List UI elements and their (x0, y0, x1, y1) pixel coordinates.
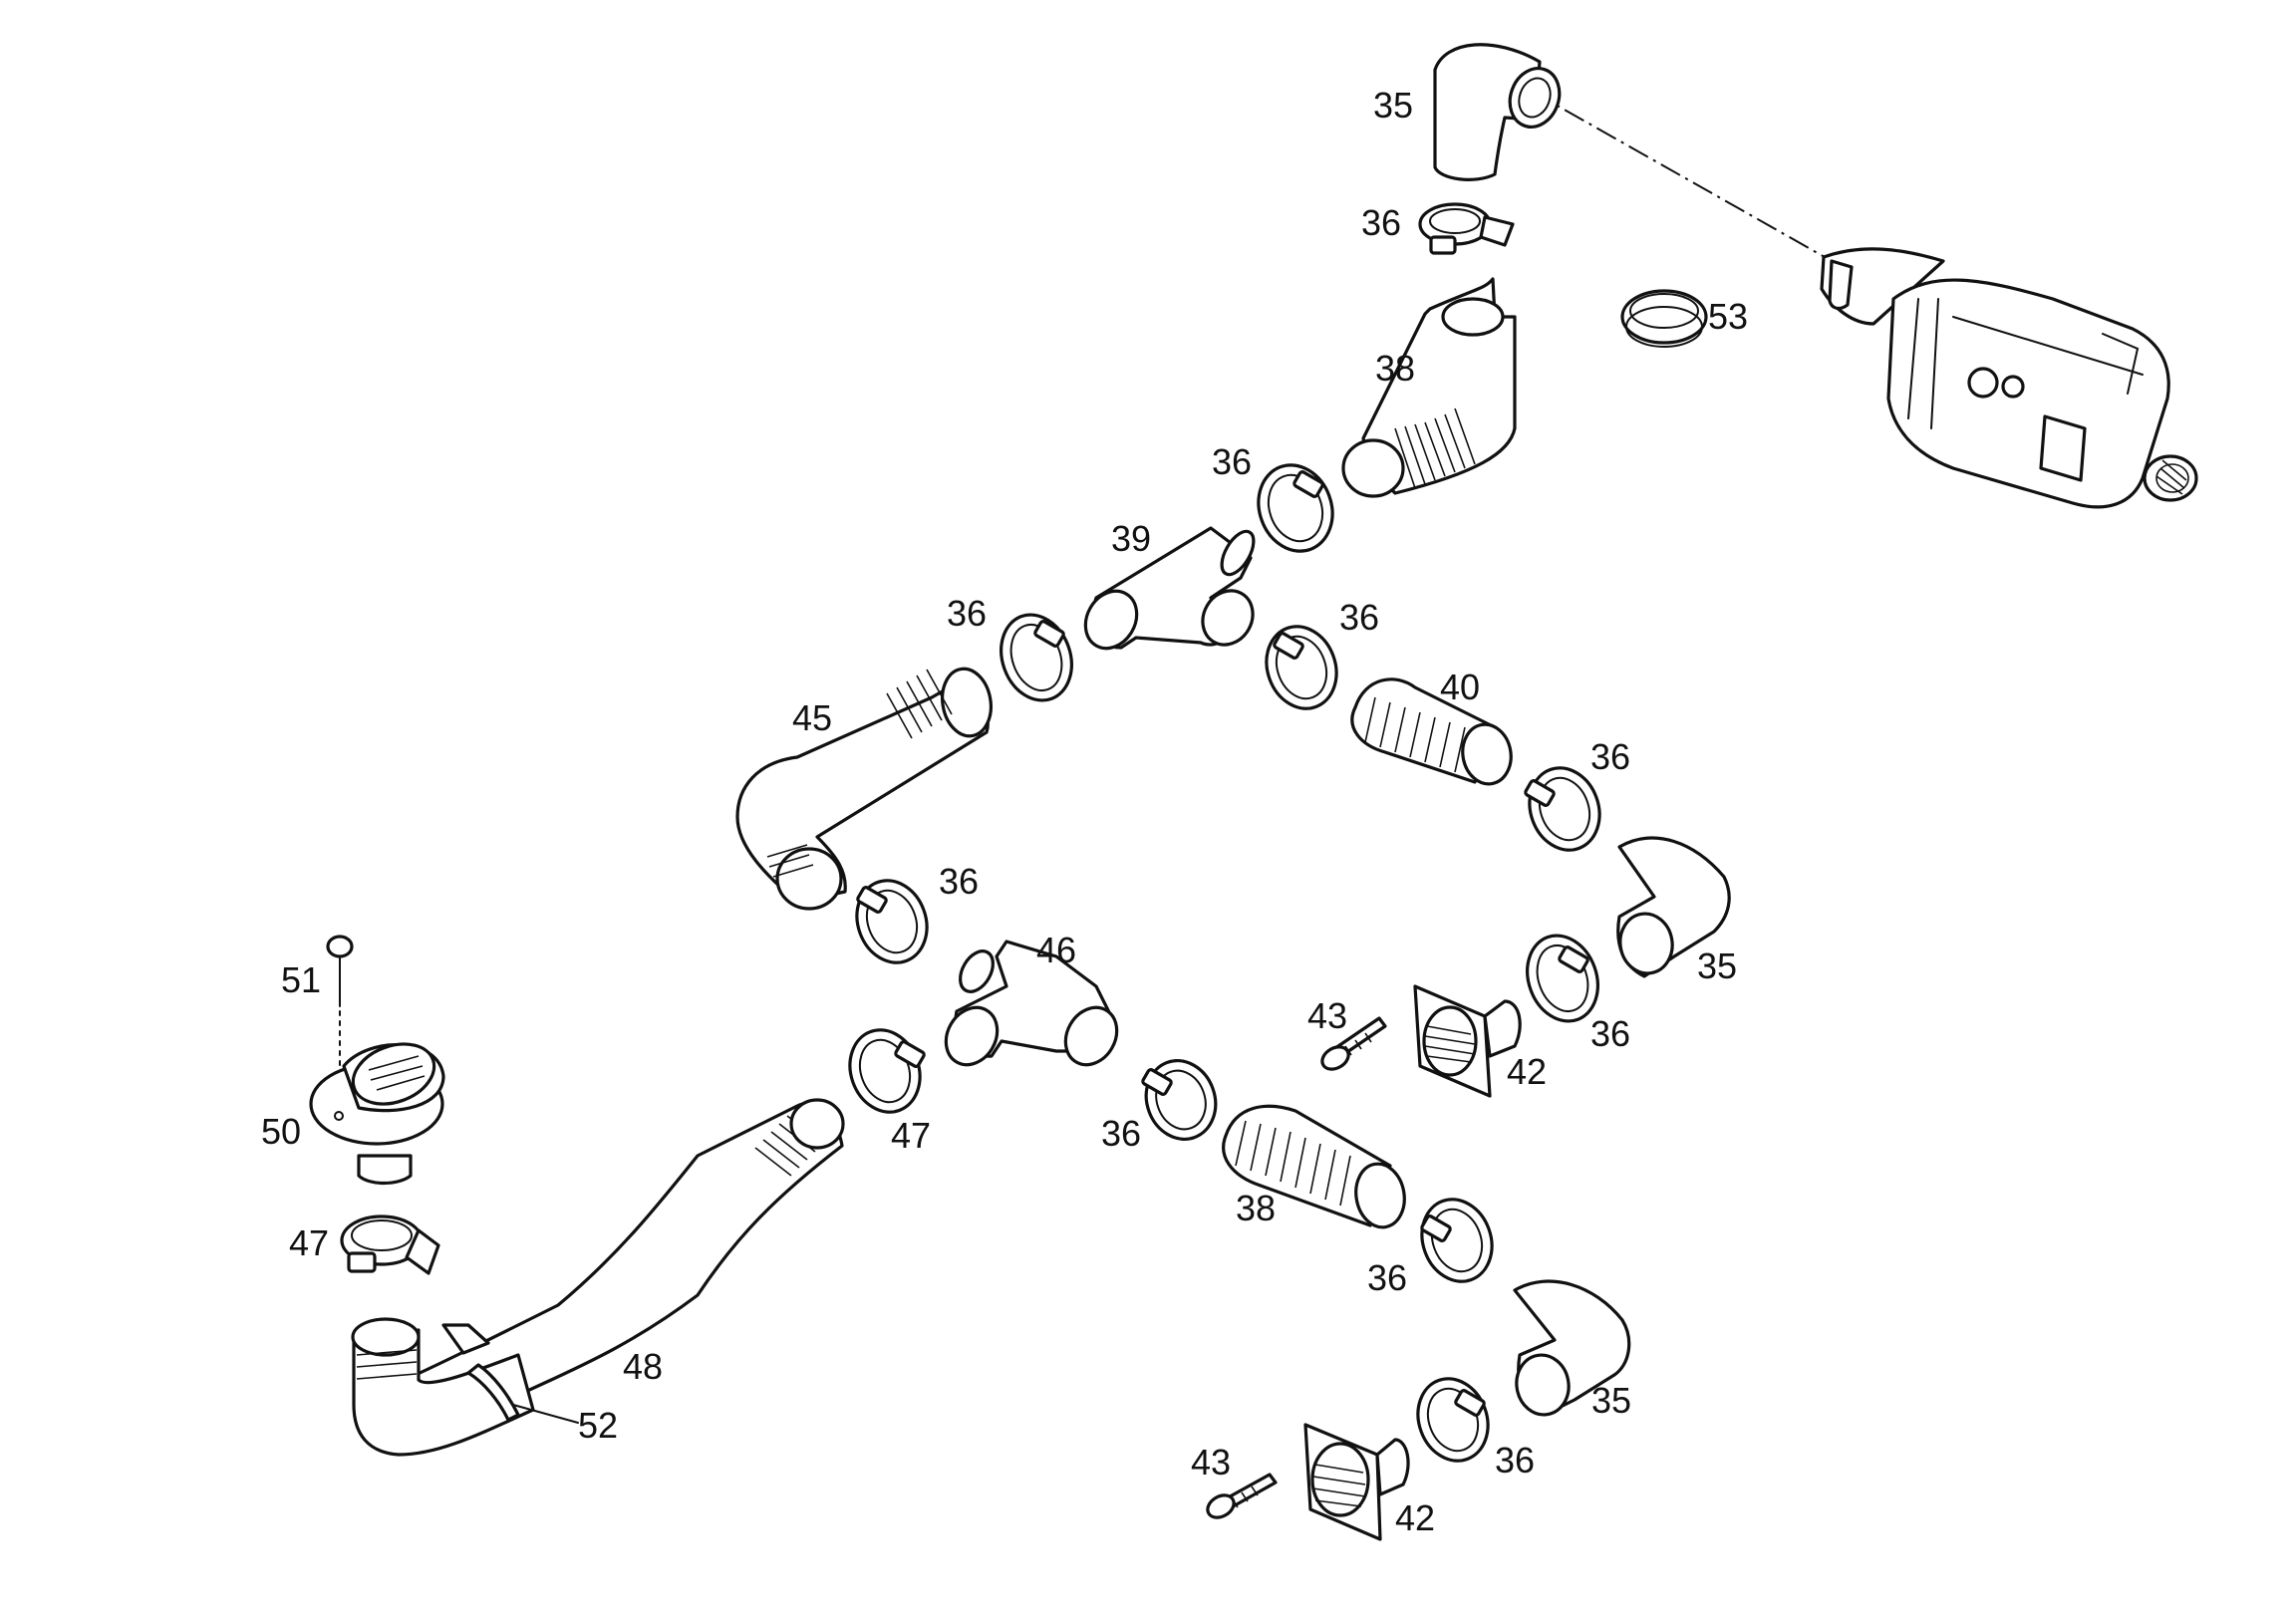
clamp-e (855, 879, 929, 964)
label-tee-upper: 39 (1111, 518, 1151, 559)
clamp-h (1420, 1198, 1494, 1283)
label-ring: 53 (1708, 296, 1748, 337)
outlet-upper (1413, 984, 1522, 1098)
lower-elbow (351, 1317, 535, 1457)
hose-mid (1350, 677, 1513, 786)
label-hose-left: 45 (792, 697, 832, 738)
clamp-f (1526, 934, 1599, 1023)
tee-lower (944, 940, 1119, 1067)
label-outlet-upper: 42 (1507, 1051, 1547, 1092)
label-intake-cover: 50 (261, 1111, 301, 1152)
clamp-c (1265, 625, 1338, 710)
long-hose (377, 1098, 845, 1447)
tee-upper (1083, 526, 1256, 651)
label-elbow-right-lower: 35 (1591, 1380, 1631, 1421)
label-hose-lower: 38 (1236, 1188, 1276, 1228)
clamp-b (1000, 613, 1073, 702)
elbow-right-lower (1513, 1279, 1631, 1417)
clamp-47-b (848, 1028, 926, 1114)
label-clamp-i: 36 (1495, 1440, 1535, 1481)
clamp-a (1257, 463, 1334, 553)
outlet-lower (1303, 1423, 1410, 1541)
label-clamp-c: 36 (1339, 597, 1379, 638)
clamp-top (1418, 202, 1515, 255)
strap (441, 1323, 579, 1424)
label-clamp-b: 36 (947, 593, 987, 634)
label-clamp-g: 36 (1101, 1113, 1141, 1154)
ring (1620, 289, 1708, 348)
label-screw-lower: 43 (1191, 1442, 1231, 1483)
screw-lower (1206, 1473, 1278, 1519)
intake-cover (309, 1042, 445, 1186)
hose-left (735, 667, 993, 911)
clamp-g (1141, 1059, 1218, 1141)
label-hose-mid: 40 (1440, 667, 1480, 707)
label-clamp-top: 36 (1361, 202, 1401, 243)
elbow-top (1433, 43, 1562, 181)
label-tee-lower: 46 (1036, 930, 1076, 970)
label-elbow-right-upper: 35 (1697, 945, 1737, 986)
clamp-d (1524, 766, 1601, 852)
label-clamp-h: 36 (1367, 1257, 1407, 1298)
heater-unit (1532, 91, 2198, 509)
label-long-hose: 48 (623, 1346, 663, 1387)
label-elbow-top: 35 (1373, 85, 1413, 126)
hose-lower (1222, 1104, 1406, 1229)
pin (326, 935, 354, 1067)
label-strap: 52 (578, 1405, 618, 1446)
label-pin: 51 (281, 959, 321, 1000)
label-hose-elbow-top: 38 (1375, 348, 1415, 389)
label-clamp-47-a: 47 (289, 1222, 329, 1263)
label-clamp-e: 36 (939, 861, 979, 902)
label-clamp-47-b: 47 (891, 1115, 931, 1156)
elbow-right-upper (1616, 836, 1731, 978)
clamp-i (1416, 1377, 1490, 1463)
screw-upper (1320, 1016, 1387, 1071)
label-clamp-a: 36 (1212, 441, 1252, 482)
label-outlet-lower: 42 (1395, 1497, 1435, 1538)
label-clamp-f: 36 (1590, 1013, 1630, 1054)
clamp-47-a (340, 1214, 440, 1275)
label-clamp-d: 36 (1590, 736, 1630, 777)
hose-elbow-top (1341, 277, 1517, 498)
label-screw-upper: 43 (1307, 995, 1347, 1036)
